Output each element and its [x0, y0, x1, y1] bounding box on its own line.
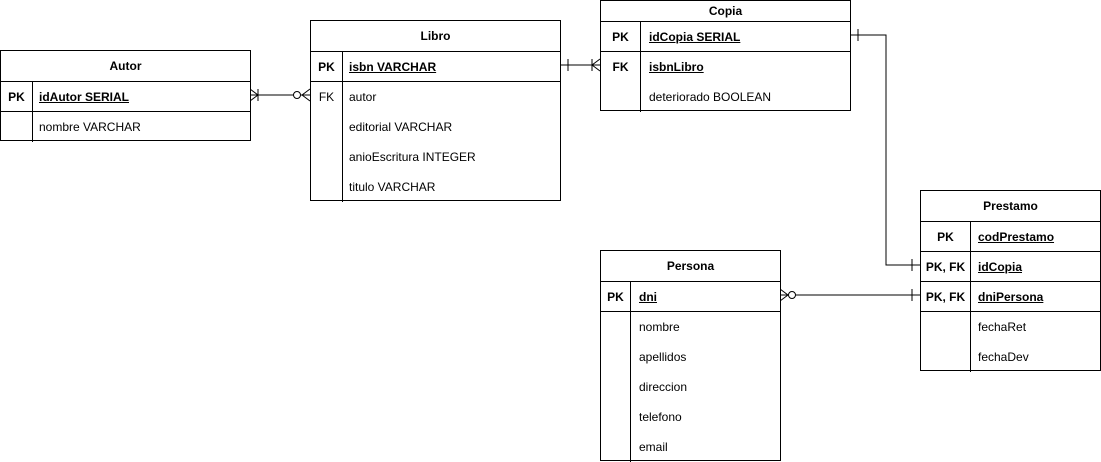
key-label: PK: [601, 282, 631, 311]
entity-persona-row: apellidos: [601, 342, 780, 372]
attribute-label: nombre: [639, 320, 680, 334]
entity-prestamo-row: PK, FK idCopia: [921, 252, 1100, 282]
attribute-label: editorial VARCHAR: [349, 120, 453, 134]
relationship-persona-prestamo: [779, 288, 920, 302]
entity-autor-row: PK idAutor SERIAL: [1, 82, 250, 112]
entity-libro-row: FK autor: [311, 82, 560, 112]
entity-autor[interactable]: Autor PK idAutor SERIAL nombre VARCHAR: [0, 50, 251, 142]
key-label: PK, FK: [921, 282, 971, 311]
key-label: [1, 112, 33, 142]
relationship-libro-copia: [560, 58, 601, 72]
key-label: [601, 402, 631, 432]
entity-libro-row: editorial VARCHAR: [311, 112, 560, 142]
entity-persona[interactable]: Persona PK dni nombre apellidos direccio…: [600, 250, 781, 462]
attribute-label: anioEscritura INTEGER: [349, 150, 476, 164]
attribute-label: fechaRet: [978, 320, 1027, 334]
attribute-label: nombre VARCHAR: [39, 120, 141, 134]
key-label: [601, 372, 631, 402]
key-label: [601, 82, 641, 112]
attribute-label: autor: [349, 90, 377, 104]
entity-copia[interactable]: Copia PK idCopia SERIAL FK isbnLibro det…: [600, 0, 851, 112]
attribute-label: email: [639, 440, 668, 454]
attribute-label: idAutor SERIAL: [39, 90, 129, 104]
key-label: [311, 112, 343, 142]
attribute-label: idCopia SERIAL: [649, 30, 741, 44]
relationship-autor-libro: [249, 88, 311, 102]
key-label: FK: [601, 52, 641, 82]
entity-copia-row: PK idCopia SERIAL: [601, 22, 850, 52]
entity-persona-row: direccion: [601, 372, 780, 402]
entity-prestamo-row: PK, FK dniPersona: [921, 282, 1100, 312]
key-label: PK: [311, 52, 343, 81]
entity-persona-row: PK dni: [601, 282, 780, 312]
entity-prestamo-row: fechaRet: [921, 312, 1100, 342]
key-label: [921, 342, 971, 372]
attribute-label: apellidos: [639, 350, 687, 364]
key-label: PK: [601, 22, 641, 51]
attribute-label: fechaDev: [978, 350, 1029, 364]
entity-persona-row: nombre: [601, 312, 780, 342]
key-label: [311, 172, 343, 202]
attribute-label: isbnLibro: [649, 60, 704, 74]
key-label: [601, 342, 631, 372]
key-label: [601, 432, 631, 462]
relationship-copia-prestamo: [850, 29, 920, 271]
entity-copia-row: deteriorado BOOLEAN: [601, 82, 850, 112]
entity-prestamo-title: Prestamo: [921, 191, 1100, 222]
entity-libro[interactable]: Libro PK isbn VARCHAR FK autor editorial…: [310, 20, 561, 202]
key-label: PK: [1, 82, 33, 111]
entity-copia-title: Copia: [601, 1, 850, 22]
attribute-label: telefono: [639, 410, 682, 424]
attribute-label: titulo VARCHAR: [349, 180, 436, 194]
entity-prestamo[interactable]: Prestamo PK codPrestamo PK, FK idCopia P…: [920, 190, 1101, 372]
attribute-label: dni: [639, 290, 657, 304]
attribute-label: codPrestamo: [978, 230, 1055, 244]
entity-libro-title: Libro: [311, 21, 560, 52]
entity-libro-row: PK isbn VARCHAR: [311, 52, 560, 82]
key-label: [311, 142, 343, 172]
entity-prestamo-row: PK codPrestamo: [921, 222, 1100, 252]
attribute-label: idCopia: [978, 260, 1022, 274]
attribute-label: direccion: [639, 380, 688, 394]
key-label: FK: [311, 82, 343, 112]
attribute-label: dniPersona: [978, 290, 1044, 304]
entity-persona-row: email: [601, 432, 780, 462]
key-label: [921, 312, 971, 342]
entity-prestamo-row: fechaDev: [921, 342, 1100, 372]
key-label: PK: [921, 222, 971, 251]
entity-libro-row: titulo VARCHAR: [311, 172, 560, 202]
entity-persona-title: Persona: [601, 251, 780, 282]
attribute-label: deteriorado BOOLEAN: [649, 90, 772, 104]
entity-autor-row: nombre VARCHAR: [1, 112, 250, 142]
key-label: PK, FK: [921, 252, 971, 281]
entity-libro-row: anioEscritura INTEGER: [311, 142, 560, 172]
entity-autor-title: Autor: [1, 51, 250, 82]
entity-copia-row: FK isbnLibro: [601, 52, 850, 82]
key-label: [601, 312, 631, 342]
entity-persona-row: telefono: [601, 402, 780, 432]
attribute-label: isbn VARCHAR: [349, 60, 437, 74]
